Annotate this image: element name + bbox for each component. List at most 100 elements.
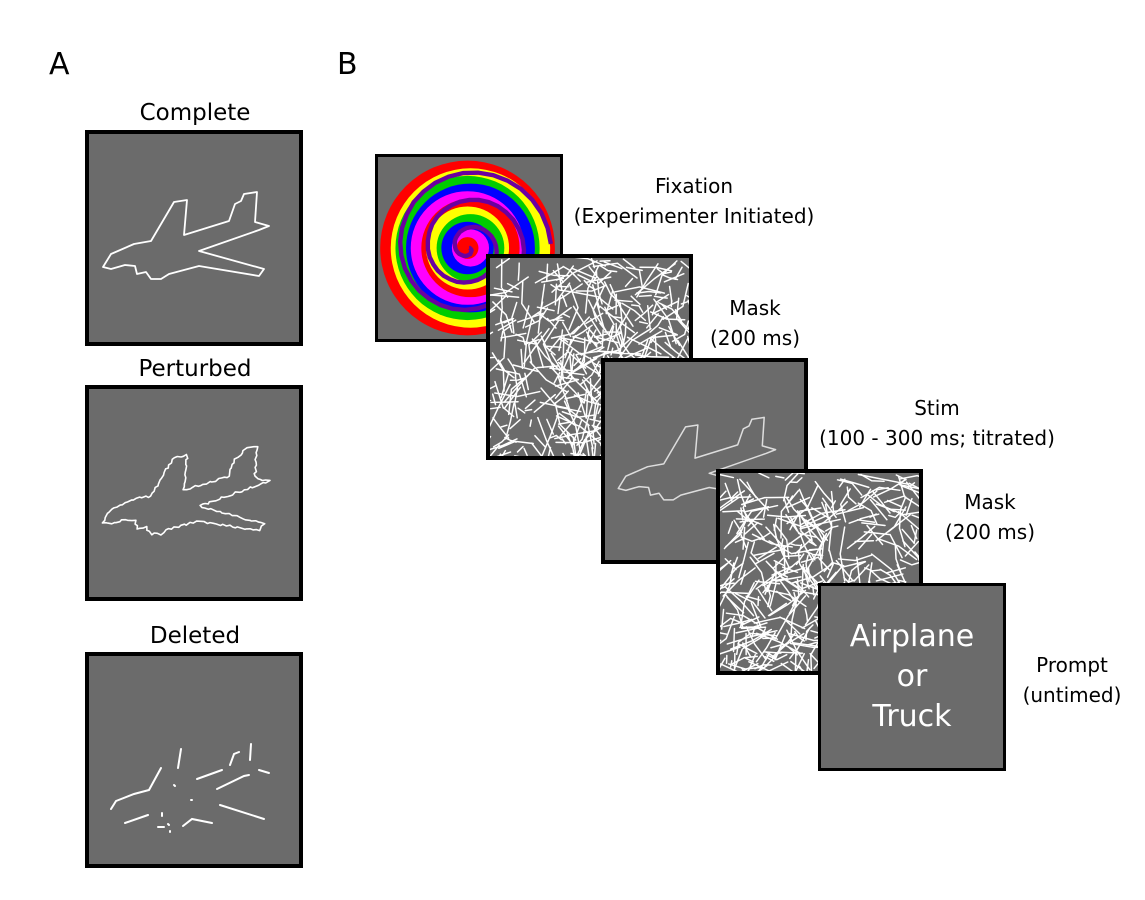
mask-line-fragment [905,497,913,517]
mask-line-fragment [664,331,672,349]
mask-line-fragment [500,332,527,339]
mask-line-fragment [559,399,584,438]
mask-line-fragment [491,352,505,392]
mask-line-fragment [744,521,759,535]
mask-line-fragment [805,532,828,572]
mask-line-fragment [802,518,816,529]
mask-line-fragment [811,553,824,557]
mask-line-fragment [555,319,565,322]
mask-line-fragment [649,315,665,333]
mask-line-fragment [494,390,541,398]
mask-line-fragment [757,588,773,612]
mask-line-fragment [866,524,884,546]
mask-line-fragment [537,283,546,334]
mask-line-fragment [490,295,507,312]
mask-line-fragment [720,576,731,591]
condition-title-complete: Complete [139,100,251,126]
mask-line-fragment [778,579,798,607]
mask-line-fragment [572,272,581,282]
mask-line-fragment [554,378,580,387]
mask-line-fragment [879,568,898,586]
mask-line-fragment [734,537,746,544]
mask-line-fragment [589,329,602,345]
mask-line-fragment [785,514,798,532]
mask-line-fragment [883,495,906,504]
mask-line-fragment [775,475,785,479]
mask-line-fragment [552,306,572,322]
mask-line-fragment [492,417,510,439]
mask-line-fragment [514,387,519,419]
mask-line-fragment [734,592,766,619]
line-noise-mask-icon [490,258,689,456]
mask-line-fragment [569,290,598,298]
mask-line-fragment [902,540,919,562]
mask-line-fragment [503,367,536,403]
mask-line-fragment [857,502,878,525]
mask-line-fragment [523,447,528,456]
mask-line-fragment [720,496,752,501]
mask-line-fragment [720,562,735,607]
mask-line-fragment [507,358,517,374]
mask-line-fragment [614,299,633,303]
mask-line-fragment [572,305,588,329]
mask-line-fragment [821,497,837,519]
mask-line-fragment [603,261,623,270]
mask-line-fragment [555,415,603,445]
mask-line-fragment [790,660,806,671]
mask-line-fragment [725,612,759,625]
mask-line-fragment [509,377,526,382]
mask-line-fragment [564,334,577,359]
mask-line-fragment [514,371,518,387]
panel-a-label: A [49,47,70,82]
mask-line-fragment [780,662,794,671]
mask-line-fragment [531,327,550,352]
mask-line-fragment [765,560,802,591]
mask-line-fragment [786,565,790,574]
mask-line-fragment [780,489,800,539]
mask-line-fragment [634,354,670,359]
mask-line-fragment [649,311,686,321]
mask-line-fragment [563,337,585,344]
mask-line-fragment [599,305,636,334]
mask-line-fragment [490,357,505,373]
mask-line-fragment [784,473,805,481]
mask-line-fragment [558,338,583,356]
mask-line-fragment [800,556,820,563]
mask-line-fragment [570,267,596,279]
mask-line-fragment [753,616,782,624]
mask-line-fragment [789,507,822,531]
mask-line-fragment [680,260,689,269]
mask-line-fragment [668,325,681,347]
mask-line-fragment [900,484,919,494]
mask-line-fragment [566,430,596,437]
mask-line-fragment [504,436,517,443]
mask-line-fragment [843,576,856,583]
mask-line-fragment [550,352,585,376]
prompt-choice-text: Airplane or Truck [850,617,974,737]
mask-line-fragment [839,526,846,582]
mask-line-fragment [789,477,803,484]
mask-line-fragment [592,270,598,283]
mask-line-fragment [490,435,492,439]
mask-line-fragment [788,563,805,615]
mask-line-fragment [613,286,666,294]
mask-line-fragment [875,573,904,582]
mask-line-fragment [772,523,778,541]
mask-line-fragment [490,331,494,335]
mask-line-fragment [490,308,496,314]
mask-line-fragment [490,356,496,359]
mask-line-fragment [799,518,841,530]
mask-line-fragment [557,421,572,425]
mask-line-fragment [559,376,579,381]
mask-line-fragment [556,263,563,291]
step-detail: (200 ms) [944,520,1036,544]
mask-line-fragment [720,578,735,590]
mask-line-fragment [599,265,618,273]
mask-line-fragment [524,399,536,410]
mask-line-fragment [723,529,743,550]
mask-line-fragment [782,473,799,502]
mask-line-fragment [660,303,668,310]
mask-line-fragment [904,540,919,557]
mask-line-fragment [653,295,668,299]
mask-line-fragment [496,451,512,456]
